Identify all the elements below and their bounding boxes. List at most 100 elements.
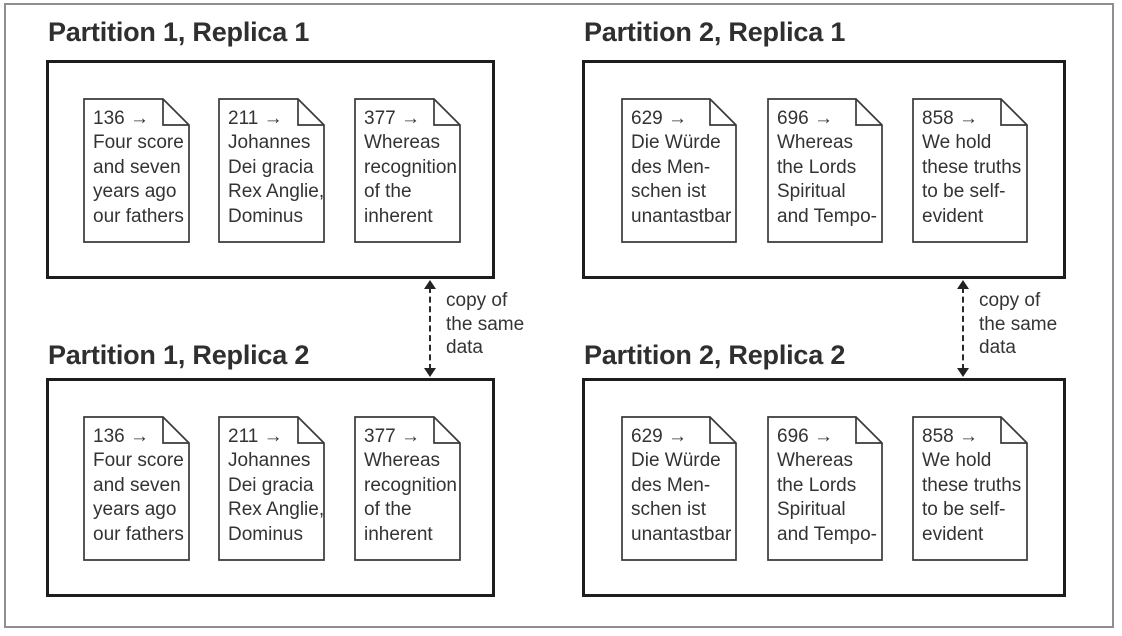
document-line: We hold [922, 132, 992, 154]
document-icon: 629 → Die Würde des Men- schen ist unant… [621, 416, 737, 561]
document-line: these truths [922, 474, 1022, 496]
document-line: schen ist [631, 181, 706, 203]
document-key: 629 → [631, 108, 687, 129]
document-line: Dominus [228, 523, 303, 545]
arrowhead-up-icon [424, 280, 436, 289]
document-icon: 377 → Whereas recognition of the inheren… [354, 416, 461, 561]
replication-label-right: copy of the same data [979, 289, 1057, 360]
document-line: Die Würde [631, 450, 721, 472]
document-page-icon [218, 98, 325, 243]
document-line: and seven [93, 156, 181, 178]
document-line: Four score [93, 450, 184, 472]
document-line: Whereas [364, 450, 441, 472]
document-line: des Men- [631, 474, 711, 496]
document-page-icon [912, 98, 1028, 243]
document-line: Dei gracia [228, 474, 314, 496]
document-icon: 858 → We hold these truths to be self- e… [912, 98, 1028, 243]
document-line: and seven [93, 474, 181, 496]
document-line: Whereas [364, 132, 441, 154]
partition1-replica2-box: 136 → Four score and seven years ago our… [46, 378, 495, 597]
document-icon: 696 → Whereas the Lords Spiritual and Te… [767, 98, 883, 243]
document-line: of the [364, 499, 412, 521]
document-icon: 629 → Die Würde des Men- schen ist unant… [621, 98, 737, 243]
document-line: of the [364, 181, 412, 203]
document-line: years ago [93, 181, 177, 203]
document-text: 629 → Die Würde des Men- schen ist unant… [631, 425, 737, 547]
document-line: inherent [364, 523, 433, 545]
document-key: 858 → [922, 426, 978, 447]
document-page-icon [767, 98, 883, 243]
document-line: Whereas [777, 450, 854, 472]
arrowhead-down-icon [424, 368, 436, 377]
label-line: copy of [446, 290, 508, 311]
document-line: We hold [922, 450, 992, 472]
document-page-icon [218, 416, 325, 561]
document-line: the Lords [777, 156, 857, 178]
document-line: Johannes [228, 132, 311, 154]
document-line: to be self- [922, 499, 1006, 521]
document-line: recognition [364, 156, 457, 178]
title-partition2-replica1: Partition 2, Replica 1 [584, 17, 846, 47]
document-page-icon [354, 416, 461, 561]
document-icon: 211 → Johannes Dei gracia Rex Anglie, Do… [218, 98, 325, 243]
document-text: 211 → Johannes Dei gracia Rex Anglie, Do… [228, 425, 325, 547]
document-text: 136 → Four score and seven years ago our… [93, 425, 190, 547]
document-icon: 858 → We hold these truths to be self- e… [912, 416, 1028, 561]
document-icon: 696 → Whereas the Lords Spiritual and Te… [767, 416, 883, 561]
document-line: and Tempo- [777, 205, 877, 227]
document-page-icon [83, 98, 190, 243]
document-key: 696 → [777, 426, 833, 447]
document-line: Rex Anglie, [228, 181, 325, 203]
document-icon: 377 → Whereas recognition of the inheren… [354, 98, 461, 243]
label-line: data [979, 337, 1016, 358]
document-line: Johannes [228, 450, 311, 472]
replication-label-left: copy of the same data [446, 289, 524, 360]
document-line: schen ist [631, 499, 706, 521]
label-line: the same [979, 313, 1058, 335]
document-text: 858 → We hold these truths to be self- e… [922, 107, 1028, 229]
document-page-icon [767, 416, 883, 561]
document-text: 858 → We hold these truths to be self- e… [922, 425, 1028, 547]
document-line: evident [922, 205, 984, 227]
document-line: recognition [364, 474, 457, 496]
document-page-icon [83, 416, 190, 561]
document-key: 377 → [364, 426, 420, 447]
partition2-replica2-box: 629 → Die Würde des Men- schen ist unant… [582, 378, 1066, 597]
document-key: 696 → [777, 108, 833, 129]
document-text: 696 → Whereas the Lords Spiritual and Te… [777, 425, 883, 547]
document-line: and Tempo- [777, 523, 877, 545]
title-partition2-replica2: Partition 2, Replica 2 [584, 340, 846, 370]
document-key: 211 → [228, 426, 283, 447]
label-line: the same [446, 313, 525, 335]
arrowhead-up-icon [957, 280, 969, 289]
document-line: Spiritual [777, 181, 846, 203]
document-text: 696 → Whereas the Lords Spiritual and Te… [777, 107, 883, 229]
document-line: Die Würde [631, 132, 721, 154]
document-text: 629 → Die Würde des Men- schen ist unant… [631, 107, 737, 229]
document-line: unantastbar [631, 523, 732, 545]
document-line: the Lords [777, 474, 857, 496]
document-text: 136 → Four score and seven years ago our… [93, 107, 190, 229]
document-page-icon [912, 416, 1028, 561]
document-line: these truths [922, 156, 1022, 178]
label-line: copy of [979, 290, 1041, 311]
document-line: our fathers [93, 523, 184, 545]
title-partition1-replica1: Partition 1, Replica 1 [48, 17, 310, 47]
document-line: to be self- [922, 181, 1006, 203]
document-line: Dominus [228, 205, 303, 227]
document-key: 211 → [228, 108, 283, 129]
document-key: 858 → [922, 108, 978, 129]
document-key: 629 → [631, 426, 687, 447]
diagram-frame [4, 3, 1114, 628]
document-icon: 136 → Four score and seven years ago our… [83, 416, 190, 561]
document-line: inherent [364, 205, 433, 227]
document-text: 211 → Johannes Dei gracia Rex Anglie, Do… [228, 107, 325, 229]
title-partition1-replica2: Partition 1, Replica 2 [48, 340, 310, 370]
dashed-line-icon [429, 287, 431, 370]
document-line: Dei gracia [228, 156, 314, 178]
document-icon: 136 → Four score and seven years ago our… [83, 98, 190, 243]
partition2-replica1-box: 629 → Die Würde des Men- schen ist unant… [582, 60, 1066, 279]
document-line: Whereas [777, 132, 854, 154]
document-page-icon [354, 98, 461, 243]
